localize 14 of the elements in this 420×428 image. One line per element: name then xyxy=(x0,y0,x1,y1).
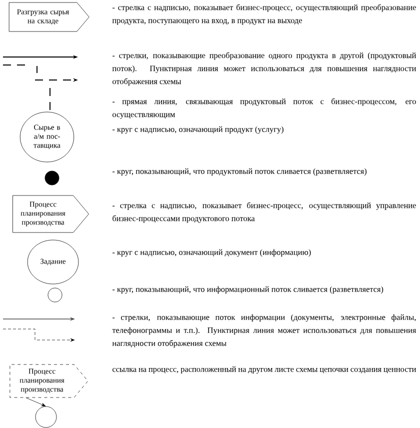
description-text: - прямая линия, связывающая продуктовый поток с бизнес-процессом, его осуществляющим xyxy=(112,98,416,119)
connector-circle xyxy=(35,406,57,428)
description-text: - круг, показывающий, что информационный поток сливается (разветвляется) xyxy=(112,286,384,294)
merge-circle xyxy=(48,288,62,302)
description-text: - стрелка с надписью, показывает бизнес-процесс, осуществляющий преобразование продукта, поступающего на вход, в продукт на выходе xyxy=(112,4,416,25)
description-text: - стрелка с надписью, показывает бизнес-процесс, осуществляющий управление бизнес-процессами продуктового потока xyxy=(112,202,416,223)
description-text: - круг с надписью, означающий документ (информацию) xyxy=(112,249,311,257)
description-text: - стрелки, показывающие поток информации (документы, электронные файлы, телефонограммы и т.п.). Пунктирная линия может использоваться для повышения наглядности отображения схемы xyxy=(112,314,416,348)
arrow xyxy=(26,398,46,406)
description-text: - круг, показывающий, что продуктовый поток сливается (разветвляется) xyxy=(112,168,366,176)
merge-dot xyxy=(44,170,60,186)
description-text: - стрелки, показывающие преобразование одного продукта в другой (продуктовый поток). Пунктирная линия может использоваться для повышения наглядности отображения схемы xyxy=(112,52,416,86)
description-text: ссылка на процесс, расположенный на другом листе схемы цепочки создания ценности xyxy=(112,366,416,374)
description-text: - круг с надписью, означающий продукт (услугу) xyxy=(112,126,284,134)
